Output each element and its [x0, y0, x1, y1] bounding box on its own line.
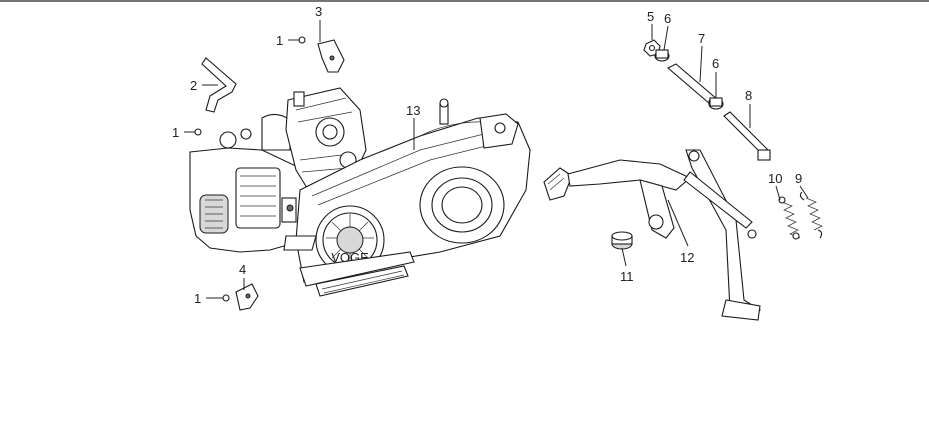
callout-11: 11	[620, 269, 634, 284]
part-3-clip	[317, 39, 345, 73]
callout-2: 2	[190, 78, 197, 93]
callout-13: 13	[406, 103, 420, 118]
part-8-shaft	[723, 111, 771, 161]
part-2-bracket	[201, 57, 237, 113]
callout-labels: 1 1 1 2 3 4 5 6 6 7 8 9 10 11 12 13	[172, 4, 802, 306]
callout-1-bottom: 1	[194, 291, 201, 306]
part-1-bolt-top	[298, 36, 306, 44]
part-10-spring	[778, 196, 801, 240]
callout-3: 3	[315, 4, 322, 19]
callout-1-top: 1	[276, 33, 283, 48]
callout-6-upper: 6	[664, 11, 671, 26]
part-6-bushing-lower	[708, 97, 724, 110]
callout-6-lower: 6	[712, 56, 719, 71]
callout-8: 8	[745, 88, 752, 103]
leader-lines	[184, 20, 809, 299]
part-11-stopper	[611, 231, 633, 250]
part-1-bolt-mid	[194, 128, 202, 136]
engine-assembly: VOGE	[189, 87, 531, 297]
part-1-bolt-bottom	[222, 294, 230, 302]
callout-7: 7	[698, 31, 705, 46]
callout-9: 9	[795, 171, 802, 186]
callout-4: 4	[239, 262, 246, 277]
part-9-spring	[799, 191, 823, 239]
callout-5: 5	[647, 9, 654, 24]
callout-1-mid: 1	[172, 125, 179, 140]
callout-10: 10	[768, 171, 782, 186]
part-4-bracket	[235, 283, 259, 311]
part-6-bushing-upper	[654, 49, 670, 62]
callout-12: 12	[680, 250, 694, 265]
part-12-main-stand	[543, 149, 762, 321]
